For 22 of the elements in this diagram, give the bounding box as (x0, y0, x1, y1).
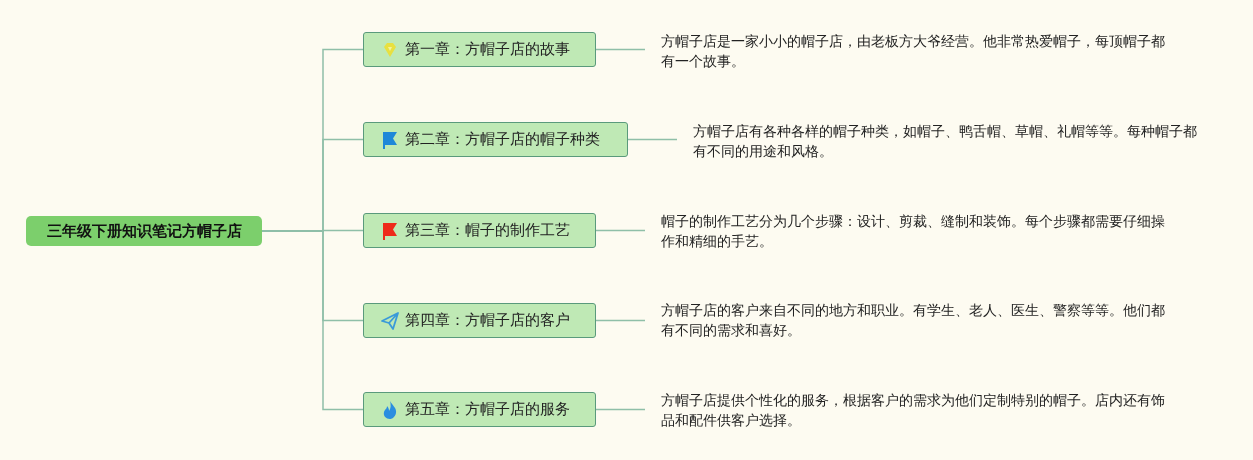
topic-title: 第二章：方帽子店的帽子种类 (405, 130, 600, 149)
topic-title: 第一章：方帽子店的故事 (405, 40, 570, 59)
central-topic-box: 三年级下册知识笔记方帽子店 (26, 216, 262, 246)
topic-box (363, 122, 628, 157)
topic-title: 第三章：帽子的制作工艺 (405, 221, 570, 240)
note-text: 方帽子店提供个性化的服务，根据客户的需求为他们定制特别的帽子。店内还有饰品和配件供客户选择。 (645, 390, 1165, 430)
branch-line (595, 408, 646, 411)
topic-title: 第五章：方帽子店的服务 (405, 400, 570, 419)
topic-box (363, 213, 596, 248)
note-text: 帽子的制作工艺分为几个步骤：设计、剪裁、缝制和装饰。每个步骤都需要仔细操作和精细的手艺。 (645, 211, 1165, 251)
branch-line (595, 319, 646, 322)
topic-title: 第四章：方帽子店的客户 (405, 311, 570, 330)
branch-line (261, 230, 364, 411)
branch-line (595, 48, 646, 51)
note-text: 方帽子店的客户来自不同的地方和职业。有学生、老人、医生、警察等等。他们都有不同的需求和喜好。 (645, 300, 1165, 340)
topic-box (363, 32, 596, 67)
branch-line (627, 138, 678, 141)
note-text: 方帽子店是一家小小的帽子店，由老板方大爷经营。他非常热爱帽子，每顶帽子都有一个故事。 (645, 31, 1165, 71)
note-text: 方帽子店有各种各样的帽子种类，如帽子、鸭舌帽、草帽、礼帽等等。每种帽子都有不同的用途和风格。 (677, 121, 1197, 161)
topic-box (363, 303, 596, 338)
topic-box (363, 392, 596, 427)
branch-line (595, 229, 646, 232)
